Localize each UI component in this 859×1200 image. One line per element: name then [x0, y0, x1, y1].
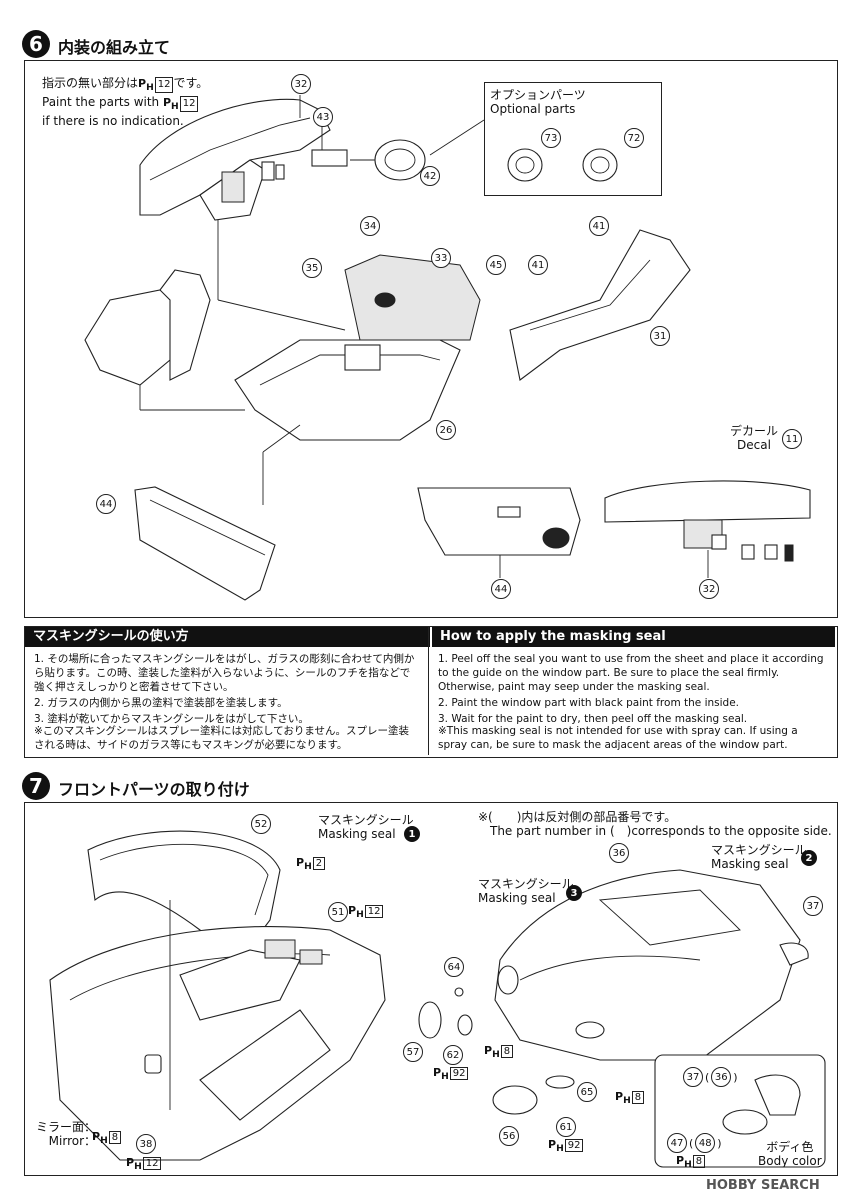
part-31-callout: 31	[650, 326, 670, 346]
watermark: HOBBY SEARCH	[706, 1178, 820, 1193]
mask-seal-2-badge: 2	[801, 850, 817, 866]
part-37-36-pair: 37 (36)	[683, 1067, 738, 1087]
part-73-callout: 73	[541, 128, 561, 148]
mask-seal-2-label: マスキングシール Masking seal	[711, 843, 807, 871]
part-62-callout: 62	[443, 1045, 463, 1065]
masking-en-item: 3. Wait for the paint to dry, then peel …	[438, 713, 748, 725]
part-64-callout: 64	[444, 957, 464, 977]
part-36b-callout: 36	[711, 1067, 732, 1087]
optional-parts-label: オプションパーツ Optional parts	[490, 88, 586, 116]
part-56-callout: 56	[499, 1126, 519, 1146]
step-6-title: 内装の組み立て	[58, 38, 171, 57]
masking-en-list: 1. Peel off the seal you want to use fro…	[438, 652, 828, 728]
part-43-callout: 43	[313, 107, 333, 127]
part-57-callout: 57	[403, 1042, 423, 1062]
part-41b-callout: 41	[528, 255, 548, 275]
part-33-callout: 33	[431, 248, 451, 268]
masking-jp-note: ※このマスキングシールはスプレー塗料には対応しておりません。スプレー塗装される時…	[34, 725, 410, 751]
masking-header-jp: マスキングシールの使い方	[25, 627, 430, 647]
part-52-callout: 52	[251, 814, 271, 834]
part-44b-callout: 44	[491, 579, 511, 599]
part-61-callout: 61	[556, 1117, 576, 1137]
part-65-callout: 65	[577, 1082, 597, 1102]
masking-jp-item: 2. ガラスの内側から黒の塗料で塗装部を塗装します。	[34, 697, 288, 709]
part-32-callout: 32	[291, 74, 311, 94]
masking-divider	[428, 627, 429, 755]
mask-seal-1-label: マスキングシール Masking seal	[318, 813, 414, 841]
part-47-48-pair: 47 (48)	[667, 1133, 722, 1153]
mirror-label: ミラー面： Mirror：	[36, 1120, 97, 1148]
mask-seal-3-badge: 3	[566, 885, 582, 901]
masking-en-note: ※This masking seal is not intended for u…	[438, 725, 798, 751]
masking-en-item: 1. Peel off the seal you want to use fro…	[438, 653, 824, 693]
part-37-callout: 37	[803, 896, 823, 916]
body-color-label: ボディ色 Body color	[758, 1140, 822, 1168]
part-41a-callout: 41	[589, 216, 609, 236]
part-48-callout: 48	[695, 1133, 716, 1153]
masking-jp-item: 1. その場所に合ったマスキングシールをはがし、ガラスの彫刻に合わせて内側から貼…	[34, 653, 415, 693]
part-51-callout: 51	[328, 902, 348, 922]
mask-seal-3-label: マスキングシール Masking seal	[478, 877, 574, 905]
step-6-badge: 6	[22, 30, 50, 58]
part-47-callout: 47	[667, 1133, 687, 1153]
part-36-callout: 36	[609, 843, 629, 863]
part-45-callout: 45	[486, 255, 506, 275]
part-44a-callout: 44	[96, 494, 116, 514]
step-6-frame	[24, 60, 838, 618]
part-72-callout: 72	[624, 128, 644, 148]
part-42-callout: 42	[420, 166, 440, 186]
part-32b-callout: 32	[699, 579, 719, 599]
step-7-title: フロントパーツの取り付け	[58, 780, 250, 799]
part-37b-callout: 37	[683, 1067, 703, 1087]
optional-parts-box	[484, 82, 662, 196]
opposite-note: ※( )内は反対側の部品番号です。 The part number in ( )…	[478, 810, 832, 838]
decal-label: デカール Decal	[730, 424, 779, 452]
decal-11-callout: 11	[782, 429, 802, 449]
part-35-callout: 35	[302, 258, 322, 278]
step-7-badge: 7	[22, 772, 50, 800]
masking-jp-list: 1. その場所に合ったマスキングシールをはがし、ガラスの彫刻に合わせて内側から貼…	[34, 652, 419, 728]
masking-instructions	[24, 626, 838, 758]
mask-seal-1-badge: 1	[404, 826, 420, 842]
masking-jp-item: 3. 塗料が乾いてからマスキングシールをはがして下さい。	[34, 713, 309, 725]
step-7-frame	[24, 802, 838, 1176]
masking-en-item: 2. Paint the window part with black pain…	[438, 697, 740, 709]
part-34-callout: 34	[360, 216, 380, 236]
part-38-callout: 38	[136, 1134, 156, 1154]
masking-header-en: How to apply the masking seal	[432, 627, 835, 647]
part-26-callout: 26	[436, 420, 456, 440]
